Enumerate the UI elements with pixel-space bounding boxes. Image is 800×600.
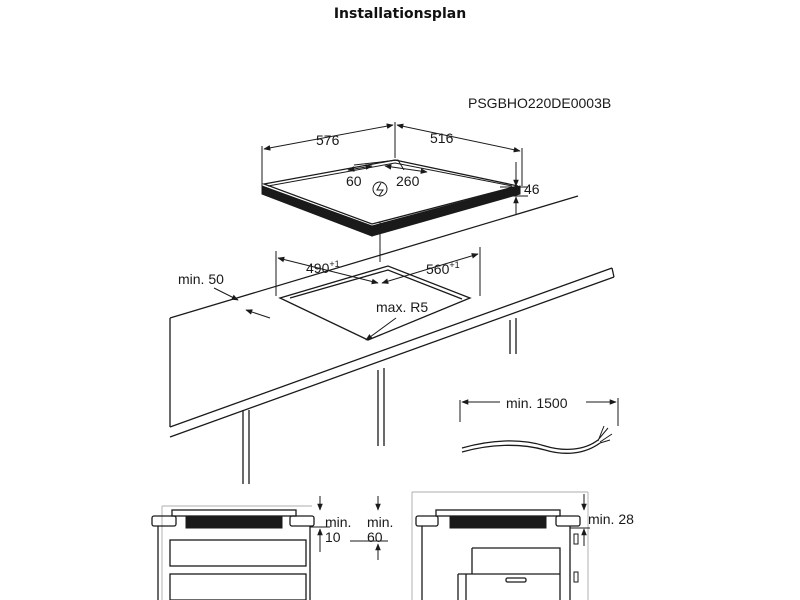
right-hob-plate [435,509,561,517]
right-gap-label: min. 28 [588,511,634,527]
cutout [213,222,481,341]
edge-min-label: min. 50 [178,271,224,287]
left-gap1-label-a: min. [325,514,351,530]
power-connection-icon [372,181,388,197]
hob-dimensions [261,122,528,214]
cutout-depth-label: 560+1 [426,260,460,277]
hob-width-label: 576 [316,132,340,148]
hob-depth-label: 516 [430,130,454,146]
cutout-width-label: 490+1 [306,259,340,276]
hob-connection-left-label: 60 [346,173,362,189]
page-title: Installationsplan [333,6,467,22]
right-section-view [411,491,590,600]
hob-front-dark [371,185,521,237]
cable [459,398,619,454]
hob-connection-right-label: 260 [396,173,420,189]
hob-top-surface [261,159,519,225]
left-gap2-label-b: 60 [367,529,383,545]
product-code: PSGBHO220DE0003B [468,95,611,111]
hob-height-label: 46 [524,181,540,197]
cutout-radius-label: max. R5 [376,299,428,315]
left-hob-plate [171,509,297,517]
cable-length-label: min. 1500 [506,395,568,411]
hob-side-dark [261,185,373,237]
left-gap1-label-b: 10 [325,529,341,545]
left-section-view [151,496,388,600]
left-gap2-label-a: min. [367,514,393,530]
worktop [169,195,615,484]
